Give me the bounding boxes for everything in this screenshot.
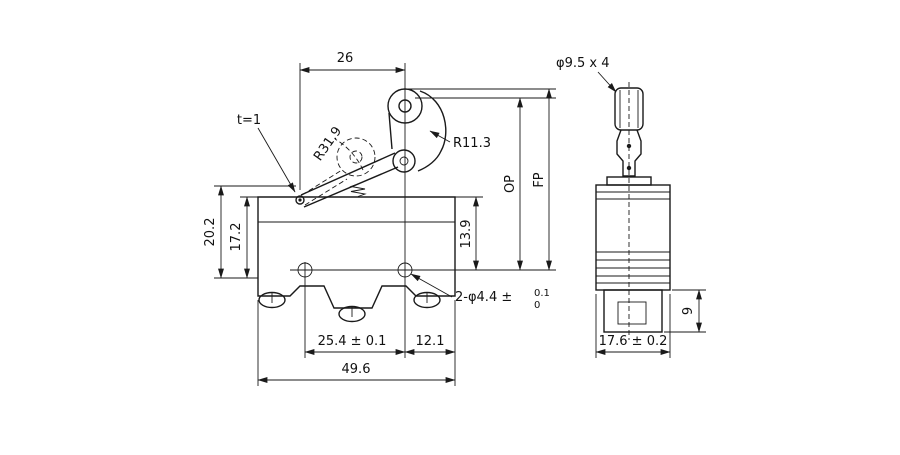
switch-body-outline [257,196,456,309]
hole-callout-tol-lower: 0 [534,300,540,311]
dim-9-label: 9 [681,307,696,315]
side-lever-bracket [616,129,642,177]
side-terminal-block [603,289,663,333]
dim-25-4-label: 25.4 ± 0.1 [318,334,387,349]
lever-arm-top-edge [300,152,396,196]
fp-label: FP [532,172,547,187]
plunger-spring [349,183,367,197]
leader-hole-callout [410,273,453,298]
leader-roller-spec [597,71,617,93]
leader-r11-3 [429,130,451,143]
side-bracket-pin-top [626,143,632,149]
swing-radius-label: R31.9 [311,124,345,164]
lever-pivot [295,195,305,205]
lever-phantom-position [301,137,376,206]
terminal-screw-left [258,291,286,309]
lever-pivot-center [298,198,302,202]
dim-26-label: 26 [337,51,354,66]
roller-lever-radius-label: R11.3 [453,136,491,151]
dim-49-6-label: 49.6 [342,362,371,377]
roller-hinge-pin [399,156,409,166]
dim-17-6-label: 17.6 ± 0.2 [599,334,668,349]
side-roller [614,87,644,131]
dim-12-1-label: 12.1 [416,334,445,349]
hole-callout-label: 2-φ4.4 ± [455,290,512,305]
lever-arm-bottom-edge [303,166,399,208]
dim-17-2-label: 17.2 [229,223,244,252]
dim-20-2-label: 20.2 [203,218,218,247]
terminal-screw-right [413,291,441,309]
lever-thickness-label: t=1 [237,113,261,128]
roller-bracket-right-curve [417,90,447,172]
side-terminal-screw [617,301,647,325]
roller-hinge [392,149,416,173]
side-body [595,184,671,291]
roller-bracket-left-edge [388,112,393,150]
roller-spec-label: φ9.5 x 4 [556,56,609,71]
terminal-screw-center [338,305,366,323]
op-label: OP [503,175,518,193]
side-body-lamination-lines [596,191,670,284]
dim-13-9-label: 13.9 [459,220,474,249]
side-view-micro-switch: φ9.5 x 4 9 17.6 ± 0.2 [556,56,706,358]
front-view-micro-switch: 26 t=1 R31.9 R11.3 OP FP 13.9 20.2 17.2 … [203,51,556,386]
leader-t1 [257,127,296,193]
side-bracket-pin-bottom [626,165,632,171]
hole-callout-tol-upper: 0.1 [534,288,550,299]
